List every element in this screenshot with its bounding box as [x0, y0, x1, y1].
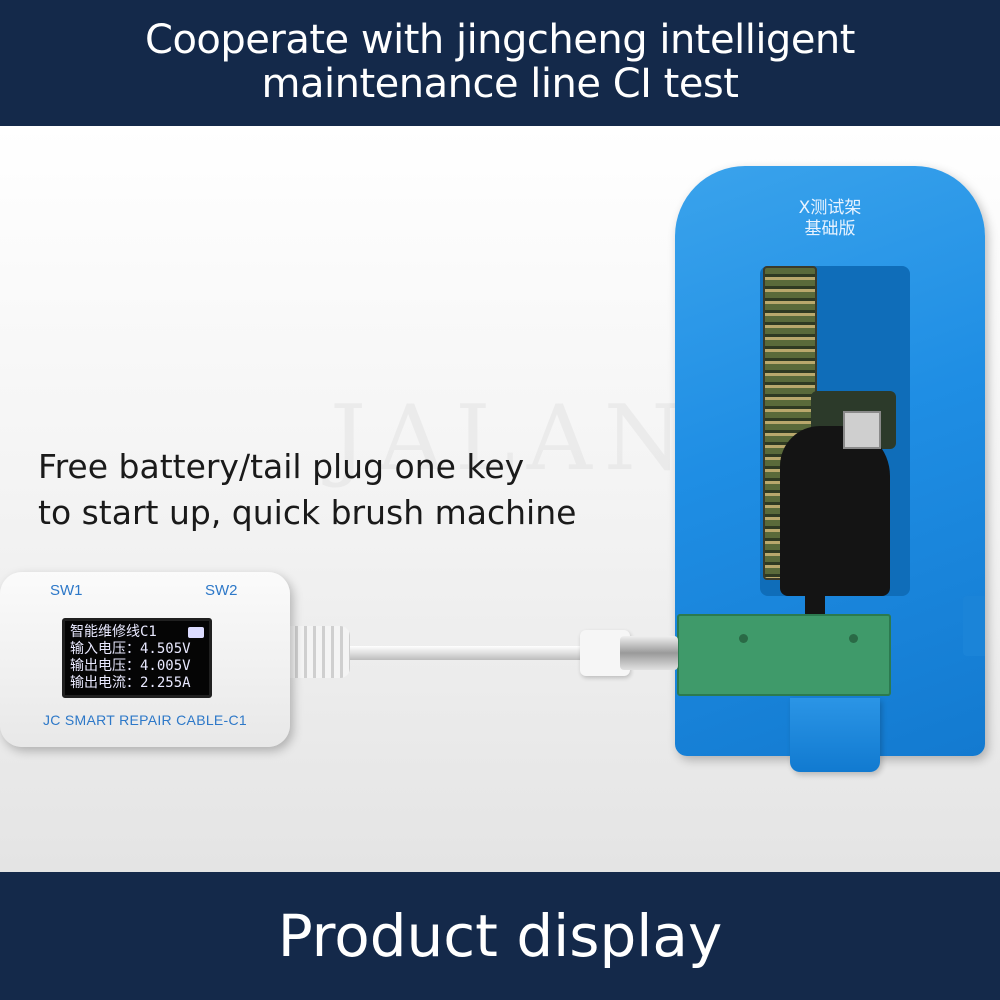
screen-input-voltage: 输入电压：4.505V	[70, 641, 191, 657]
caption-line-2: to start up, quick brush machine	[38, 493, 577, 532]
sw2-label: SW2	[205, 582, 238, 599]
board-chip	[843, 411, 881, 449]
device-screen: 智能维修线C1 输入电压：4.505V 输出电压：4.005V 输出电流：2.2…	[62, 618, 212, 698]
cable-strain-relief	[280, 626, 350, 678]
header-line-2: maintenance line CI test	[261, 61, 739, 107]
bottom-banner: Product display	[0, 872, 1000, 1000]
caption-line-1: Free battery/tail plug one key	[38, 447, 525, 486]
fixture-side-cutout	[963, 596, 985, 656]
usb-cable	[300, 646, 600, 660]
screen-title: 智能维修线C1	[70, 624, 157, 640]
product-photo: JALAN X测试架 基础版 SW1 SW2 智能维修线C1 输入电压	[0, 126, 1000, 872]
top-banner: Cooperate with jingcheng intelligent mai…	[0, 0, 1000, 126]
footer-title: Product display	[277, 902, 723, 970]
fixture-tab	[790, 698, 880, 772]
screen-output-current: 输出电流：2.255A	[70, 675, 191, 691]
feature-caption: Free battery/tail plug one key to start …	[38, 444, 576, 536]
screen-title-row: 智能维修线C1	[70, 624, 204, 641]
test-fixture: X测试架 基础版	[675, 166, 985, 772]
repair-cable-device: SW1 SW2 智能维修线C1 输入电压：4.505V 输出电压：4.005V …	[0, 572, 290, 747]
flex-cable	[780, 426, 890, 596]
fixture-label-line-1: X测试架	[798, 198, 862, 218]
usb-c-plug	[620, 636, 678, 670]
sw1-label: SW1	[50, 582, 83, 599]
header-line-1: Cooperate with jingcheng intelligent	[145, 17, 855, 63]
device-model-label: JC SMART REPAIR CABLE-C1	[42, 712, 248, 728]
fixture-label: X测试架 基础版	[775, 198, 885, 240]
screw-hole	[849, 634, 858, 643]
screen-output-voltage: 输出电压：4.005V	[70, 658, 191, 674]
fixture-label-line-2: 基础版	[804, 219, 856, 239]
screw-hole	[739, 634, 748, 643]
watermark: JALAN	[330, 386, 695, 491]
connector-block	[677, 614, 891, 696]
signal-icon	[188, 627, 204, 638]
